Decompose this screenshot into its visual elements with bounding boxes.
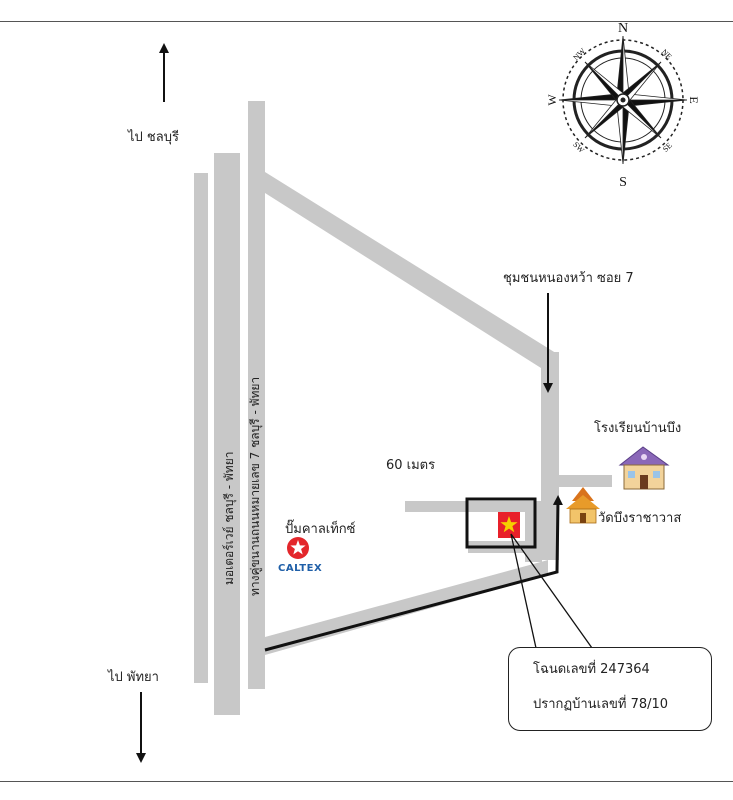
compass-sw-label: SW <box>571 140 586 155</box>
diagonal-road-north <box>265 172 559 368</box>
callout-pointer-line-1 <box>510 533 537 649</box>
diagonal-road-south <box>265 560 548 655</box>
school-window-right <box>653 471 660 478</box>
caltex-logo-icon <box>287 537 309 559</box>
motorway-thin-lane <box>194 173 208 683</box>
compass-point-ne-light <box>622 61 662 101</box>
local-road <box>248 101 265 689</box>
compass-nw-label: NW <box>571 46 587 62</box>
label-to-chonburi: ไป ชลบุรี <box>128 130 179 145</box>
motorway-road <box>214 153 240 715</box>
route-line <box>264 495 563 652</box>
temple-icon <box>566 487 600 524</box>
property-info-callout: โฉนดเลขที่ 247364 ปรากฏบ้านเลขที่ 78/10 <box>508 647 712 731</box>
temple-door <box>580 513 586 523</box>
star-icon <box>500 516 518 533</box>
compass-point-nw-light <box>584 61 624 101</box>
compass-point-sw-light <box>584 99 624 139</box>
temple-roof-top <box>572 487 594 501</box>
property-plot <box>465 497 542 562</box>
caltex-star <box>290 540 306 555</box>
compass-n-label: N <box>618 21 628 36</box>
bottom-border <box>0 781 733 782</box>
compass-ne-label: NE <box>660 47 674 61</box>
compass-w-label: W <box>545 94 559 106</box>
label-motorway: มอเตอร์เวย์ ชลบุรี - พัทยา <box>222 451 236 585</box>
school-window-left <box>628 471 635 478</box>
temple-roof <box>566 495 600 509</box>
callout-house-number: ปรากฏบ้านเลขที่ 78/10 <box>533 697 669 712</box>
school-door <box>640 475 648 489</box>
side-lane <box>405 501 542 512</box>
label-temple: วัดบึงราชาวาส <box>598 511 682 526</box>
label-to-pattaya: ไป พัทยา <box>108 670 159 685</box>
soi-7-road <box>541 352 559 560</box>
compass-center-dot <box>620 97 626 103</box>
label-gas-station: ปั๊มคาลเท็กซ์ <box>285 522 356 537</box>
top-border <box>0 21 733 22</box>
label-school: โรงเรียนบ้านบึง <box>594 421 682 436</box>
callout-pointer <box>510 533 593 649</box>
label-local-road: ทางคู่ขนานถนนหมายเลข 7 ชลบุรี - พัทยา <box>248 376 262 596</box>
callout-pointer-line-2 <box>510 533 593 649</box>
road-to-school <box>557 475 612 487</box>
compass-se-label: SE <box>661 141 674 154</box>
compass-point-se-light <box>622 99 662 139</box>
roads <box>194 101 612 715</box>
compass-s-label: S <box>619 175 627 190</box>
compass-rose: N S E W NE NW SE SW <box>545 21 701 190</box>
plot-boundary <box>465 497 537 549</box>
compass-e-label: E <box>687 96 701 103</box>
school-bell <box>641 454 647 460</box>
label-distance: 60 เมตร <box>386 458 436 473</box>
caltex-brand-text: CALTEX <box>278 563 323 574</box>
school-icon <box>618 446 670 490</box>
callout-deed-number: โฉนดเลขที่ 247364 <box>533 662 650 677</box>
label-community: ชุมชนหนองหว้า ซอย 7 <box>503 271 634 286</box>
